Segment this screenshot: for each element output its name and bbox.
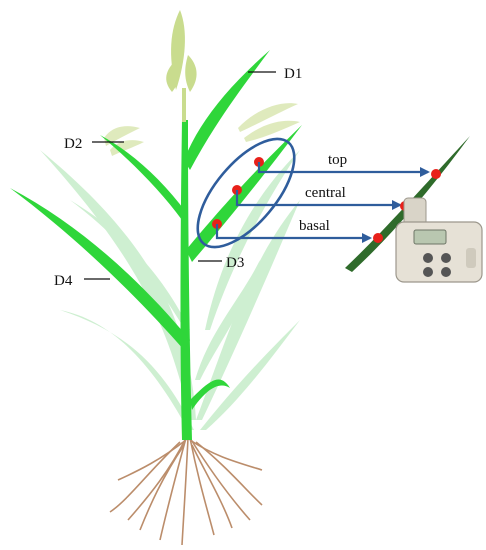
roots [109, 437, 263, 546]
arrows [215, 162, 430, 243]
background-panicles [104, 103, 300, 156]
label-top: top [328, 152, 347, 168]
arrow-central [235, 190, 402, 210]
background-tillers [40, 150, 300, 430]
label-basal: basal [299, 218, 330, 234]
leaf-labels: D1 D2 D3 D4 [54, 66, 302, 289]
main-panicle [166, 10, 197, 122]
lower-leaf [190, 379, 230, 410]
measure-dot-top [431, 169, 441, 179]
label-d2: D2 [64, 136, 82, 152]
label-d4: D4 [54, 273, 73, 289]
leaf-d1 [184, 50, 270, 170]
measure-dot-basal [373, 233, 383, 243]
label-central: central [305, 185, 346, 201]
label-d3: D3 [226, 255, 244, 271]
arrow-top [257, 162, 430, 177]
label-d1: D1 [284, 66, 302, 82]
arrow-basal [215, 224, 372, 243]
main-stem [180, 120, 192, 440]
chlorophyll-meter-icon [395, 197, 483, 283]
leaf-d2 [100, 135, 186, 220]
sampling-region-ellipse [196, 137, 296, 249]
leaf-d4 [10, 188, 190, 350]
